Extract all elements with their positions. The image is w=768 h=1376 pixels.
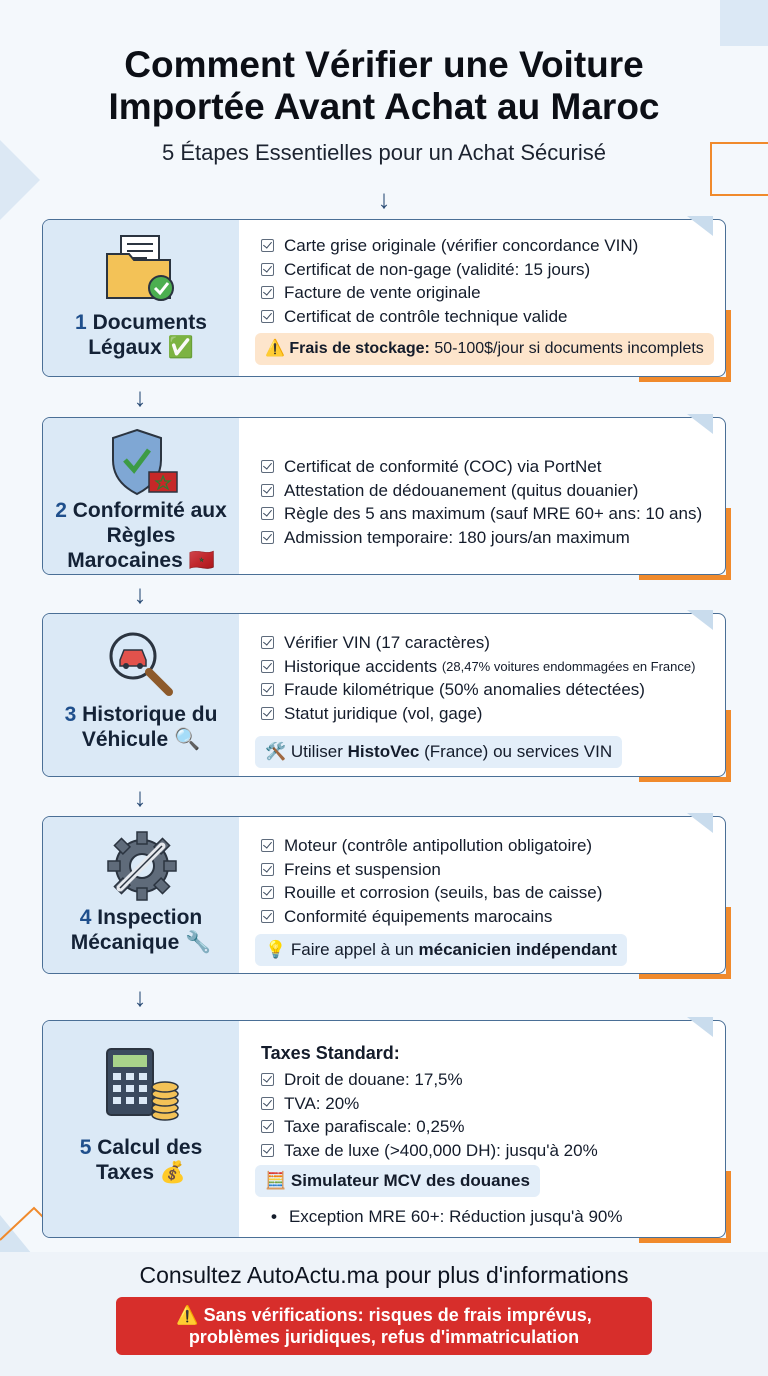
orange-corner-decoration bbox=[639, 508, 731, 580]
checkbox-icon bbox=[261, 460, 274, 474]
checkbox-icon bbox=[261, 309, 274, 323]
checkbox-icon bbox=[261, 1143, 274, 1157]
gear-wrench-icon bbox=[107, 831, 177, 901]
list-item: Facture de vente originale bbox=[261, 281, 638, 305]
orange-corner-decoration bbox=[639, 1171, 731, 1243]
list-item: Droit de douane: 17,5% bbox=[261, 1068, 598, 1092]
step-card-taxes: 5 Calcul des Taxes 💰 Taxes Standard: Dro… bbox=[42, 1017, 731, 1243]
list-item: Attestation de dédouanement (quitus doua… bbox=[261, 479, 702, 503]
step-card-conformity: 2 Conformité aux Règles Marocaines 🇲🇦 Ce… bbox=[42, 414, 731, 580]
checkbox-icon bbox=[261, 1120, 274, 1134]
list-item: Moteur (contrôle antipollution obligatoi… bbox=[261, 834, 602, 858]
list-item: Freins et suspension bbox=[261, 858, 602, 882]
mre-exception-item: Exception MRE 60+: Réduction jusqu'à 90% bbox=[271, 1207, 623, 1227]
orange-frame-decoration bbox=[710, 142, 768, 196]
checkbox-icon bbox=[261, 886, 274, 900]
histovec-tip: 🛠️ Utiliser HistoVec (France) ou service… bbox=[255, 736, 623, 768]
list-item: Rouille et corrosion (seuils, bas de cai… bbox=[261, 881, 602, 905]
checkbox-icon bbox=[261, 239, 274, 253]
down-arrow-icon: ↓ bbox=[133, 579, 147, 609]
checklist: Certificat de conformité (COC) via PortN… bbox=[261, 455, 702, 549]
footer-text: Consultez AutoActu.ma pour plus d'inform… bbox=[139, 1262, 629, 1288]
list-item: Certificat de conformité (COC) via PortN… bbox=[261, 455, 702, 479]
corner-fold-decoration bbox=[687, 1017, 713, 1037]
step-card-history: 3 Historique du Véhicule 🔍 Vérifier VIN … bbox=[42, 610, 731, 782]
down-arrow-icon: ↓ bbox=[377, 184, 391, 214]
checkbox-icon bbox=[261, 909, 274, 923]
checkbox-icon bbox=[261, 507, 274, 521]
list-item: Fraude kilométrique (50% anomalies détec… bbox=[261, 678, 695, 702]
orange-corner-decoration bbox=[639, 907, 731, 979]
checkbox-icon bbox=[261, 286, 274, 300]
list-item: Vérifier VIN (17 caractères) bbox=[261, 631, 695, 655]
list-item: Historique accidents (28,47% voitures en… bbox=[261, 655, 695, 679]
simulator-tip: 🧮 Simulateur MCV des douanes bbox=[255, 1165, 540, 1197]
checklist: Droit de douane: 17,5% TVA: 20% Taxe par… bbox=[261, 1068, 598, 1162]
checkbox-icon bbox=[261, 839, 274, 853]
checklist: Vérifier VIN (17 caractères) Historique … bbox=[261, 631, 695, 725]
corner-fold-decoration bbox=[687, 610, 713, 630]
lightbulb-icon: 💡 bbox=[265, 940, 287, 959]
magnifier-car-icon bbox=[109, 632, 173, 696]
shield-check-icon bbox=[112, 428, 178, 496]
list-item: Règle des 5 ans maximum (sauf MRE 60+ an… bbox=[261, 502, 702, 526]
step-title: 5 Calcul des Taxes 💰 bbox=[79, 1136, 203, 1184]
taxes-subheading: Taxes Standard: bbox=[261, 1043, 400, 1063]
warning-icon: ⚠️ bbox=[265, 340, 285, 357]
down-arrow-icon: ↓ bbox=[133, 982, 147, 1012]
checkbox-icon bbox=[261, 706, 274, 720]
corner-decoration bbox=[720, 0, 768, 46]
orange-corner-decoration bbox=[639, 710, 731, 782]
checkbox-icon bbox=[261, 659, 274, 673]
list-item: Conformité équipements marocains bbox=[261, 905, 602, 929]
step-title: 4 Inspection Mécanique 🔧 bbox=[70, 906, 212, 954]
abacus-icon: 🧮 bbox=[265, 1171, 287, 1190]
list-item: Admission temporaire: 180 jours/an maxim… bbox=[261, 526, 702, 550]
storage-fee-note: ⚠️ Frais de stockage: 50-100$/jour si do… bbox=[255, 333, 714, 365]
tools-icon: 🛠️ bbox=[265, 742, 287, 761]
checklist: Moteur (contrôle antipollution obligatoi… bbox=[261, 834, 602, 928]
list-item: Certificat de contrôle technique valide bbox=[261, 305, 638, 329]
triangle-decoration bbox=[0, 140, 40, 220]
mechanic-tip: 💡 Faire appel à un mécanicien indépendan… bbox=[255, 934, 627, 966]
orange-corner-decoration bbox=[639, 310, 731, 382]
corner-fold-decoration bbox=[687, 813, 713, 833]
corner-fold-decoration bbox=[687, 414, 713, 434]
list-item: Statut juridique (vol, gage) bbox=[261, 702, 695, 726]
step-title: 3 Historique du Véhicule 🔍 bbox=[64, 703, 218, 751]
corner-fold-decoration bbox=[687, 216, 713, 236]
list-item: TVA: 20% bbox=[261, 1092, 598, 1116]
folder-documents-icon bbox=[106, 235, 174, 301]
checkbox-icon bbox=[261, 530, 274, 544]
list-item: Taxe de luxe (>400,000 DH): jusqu'à 20% bbox=[261, 1139, 598, 1163]
step-title: 1 Documents Légaux ✅ bbox=[75, 311, 207, 359]
page-title: Comment Vérifier une Voiture Importée Av… bbox=[108, 44, 660, 127]
down-arrow-icon: ↓ bbox=[133, 382, 147, 412]
step-title: 2 Conformité aux Règles Marocaines 🇲🇦 bbox=[55, 499, 227, 572]
checkbox-icon bbox=[261, 483, 274, 497]
checkbox-icon bbox=[261, 262, 274, 276]
checkbox-icon bbox=[261, 1073, 274, 1087]
page-subtitle: 5 Étapes Essentielles pour un Achat Sécu… bbox=[162, 140, 606, 165]
step-card-documents: 1 Documents Légaux ✅ Carte grise origina… bbox=[42, 216, 731, 382]
list-item: Certificat de non-gage (validité: 15 jou… bbox=[261, 258, 638, 282]
list-item: Carte grise originale (vérifier concorda… bbox=[261, 234, 638, 258]
checkbox-icon bbox=[261, 636, 274, 650]
calculator-coins-icon bbox=[106, 1048, 179, 1121]
checkbox-icon bbox=[261, 862, 274, 876]
risk-alert-banner: ⚠️ Sans vérifications: risques de frais … bbox=[116, 1297, 652, 1355]
step-card-inspection: 4 Inspection Mécanique 🔧 Moteur (contrôl… bbox=[42, 813, 731, 979]
down-arrow-icon: ↓ bbox=[133, 782, 147, 812]
checkbox-icon bbox=[261, 683, 274, 697]
checkbox-icon bbox=[261, 1096, 274, 1110]
list-item: Taxe parafiscale: 0,25% bbox=[261, 1115, 598, 1139]
checklist: Carte grise originale (vérifier concorda… bbox=[261, 234, 638, 328]
